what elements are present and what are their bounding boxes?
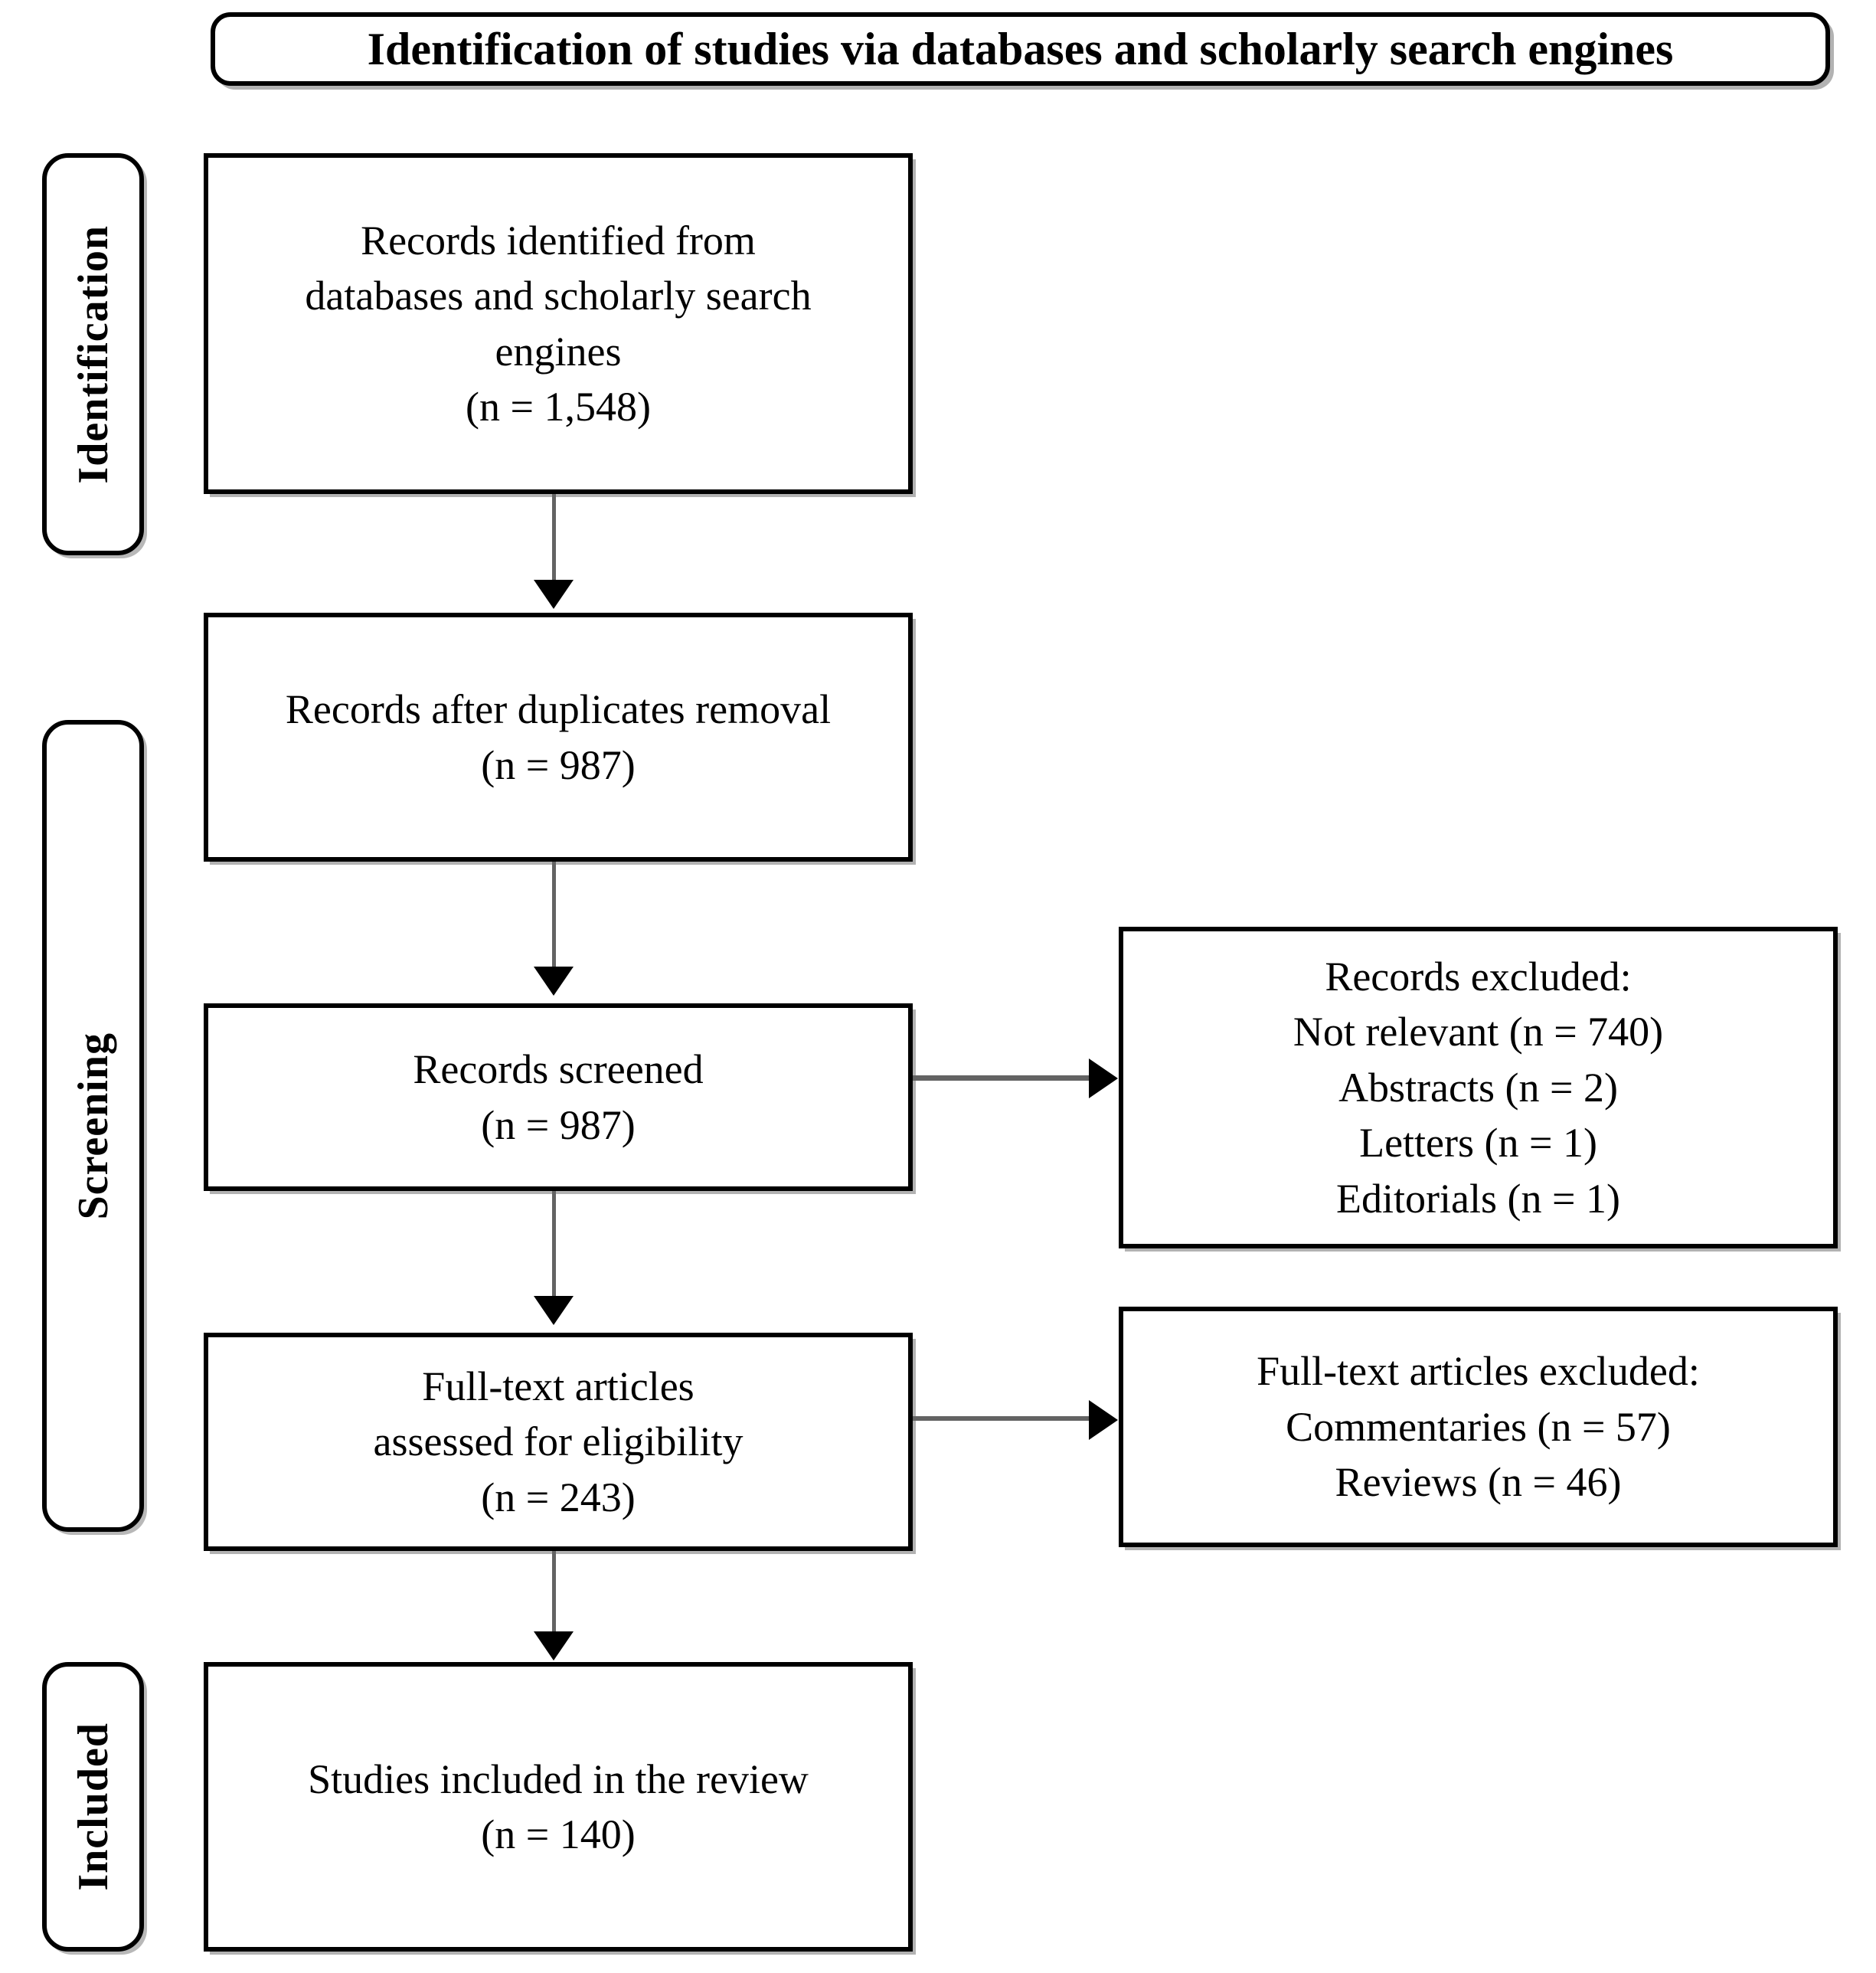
phase-label-screening: Screening bbox=[42, 720, 144, 1532]
node-line: (n = 243) bbox=[481, 1474, 636, 1520]
arrowhead-identified-to-duplicates bbox=[534, 580, 574, 609]
diagram-title-text: Identification of studies via databases … bbox=[367, 24, 1674, 74]
node-records-after-duplicates: Records after duplicates removal (n = 98… bbox=[204, 613, 913, 862]
phase-label-included: Included bbox=[42, 1662, 144, 1952]
arrowhead-fulltext-to-included bbox=[534, 1631, 574, 1661]
node-line: Records identified from bbox=[361, 217, 756, 263]
node-line: databases and scholarly search bbox=[305, 273, 812, 319]
node-line: Full-text articles excluded: bbox=[1257, 1348, 1700, 1395]
node-records-screened-text: Records screened (n = 987) bbox=[399, 1042, 717, 1153]
phase-label-screening-text: Screening bbox=[69, 1032, 117, 1220]
node-line: Studies included in the review bbox=[308, 1755, 809, 1802]
node-records-identified-text: Records identified from databases and sc… bbox=[291, 213, 825, 434]
arrowhead-screened-to-excluded bbox=[1089, 1058, 1118, 1098]
arrowhead-screened-to-fulltext bbox=[534, 1296, 574, 1325]
arrowhead-fulltext-to-excluded bbox=[1089, 1400, 1118, 1440]
node-fulltext-assessed-text: Full-text articles assessed for eligibil… bbox=[360, 1359, 757, 1525]
node-line: Full-text articles bbox=[422, 1363, 695, 1409]
node-records-excluded-text: Records excluded: Not relevant (n = 740)… bbox=[1280, 949, 1677, 1226]
diagram-title-banner: Identification of studies via databases … bbox=[211, 12, 1830, 86]
connector-screened-to-excluded bbox=[913, 1075, 1093, 1081]
node-line: Records excluded: bbox=[1325, 954, 1632, 1000]
phase-label-identification-text: Identification bbox=[69, 224, 117, 484]
node-line: assessed for eligibility bbox=[373, 1418, 744, 1465]
node-line: Records screened bbox=[413, 1046, 704, 1093]
node-line: Records after duplicates removal bbox=[285, 686, 832, 733]
node-line: Abstracts (n = 2) bbox=[1338, 1064, 1618, 1111]
node-records-excluded: Records excluded: Not relevant (n = 740)… bbox=[1119, 927, 1838, 1248]
node-fulltext-excluded-text: Full-text articles excluded: Commentarie… bbox=[1243, 1343, 1714, 1510]
node-line: engines bbox=[495, 328, 622, 375]
node-line: Commentaries (n = 57) bbox=[1286, 1403, 1671, 1450]
node-line: (n = 1,548) bbox=[466, 383, 651, 430]
node-line: Reviews (n = 46) bbox=[1335, 1459, 1622, 1506]
node-line: Not relevant (n = 740) bbox=[1293, 1009, 1664, 1055]
node-studies-included: Studies included in the review (n = 140) bbox=[204, 1662, 913, 1952]
node-records-screened: Records screened (n = 987) bbox=[204, 1003, 913, 1191]
connector-duplicates-to-screened bbox=[552, 862, 556, 973]
node-line: (n = 140) bbox=[481, 1811, 636, 1857]
node-line: (n = 987) bbox=[481, 1101, 636, 1148]
connector-fulltext-to-excluded bbox=[913, 1416, 1093, 1421]
node-records-identified: Records identified from databases and sc… bbox=[204, 153, 913, 494]
connector-screened-to-fulltext bbox=[552, 1191, 556, 1302]
node-studies-included-text: Studies included in the review (n = 140) bbox=[294, 1752, 822, 1863]
connector-fulltext-to-included bbox=[552, 1551, 556, 1638]
node-line: Editorials (n = 1) bbox=[1336, 1175, 1620, 1222]
node-fulltext-excluded: Full-text articles excluded: Commentarie… bbox=[1119, 1307, 1838, 1547]
arrowhead-duplicates-to-screened bbox=[534, 967, 574, 996]
node-records-after-duplicates-text: Records after duplicates removal (n = 98… bbox=[272, 682, 845, 793]
node-line: Letters (n = 1) bbox=[1359, 1120, 1597, 1166]
phase-label-included-text: Included bbox=[69, 1723, 117, 1891]
phase-label-identification: Identification bbox=[42, 153, 144, 555]
connector-identified-to-duplicates bbox=[552, 494, 556, 586]
node-fulltext-assessed: Full-text articles assessed for eligibil… bbox=[204, 1333, 913, 1551]
node-line: (n = 987) bbox=[481, 741, 636, 788]
